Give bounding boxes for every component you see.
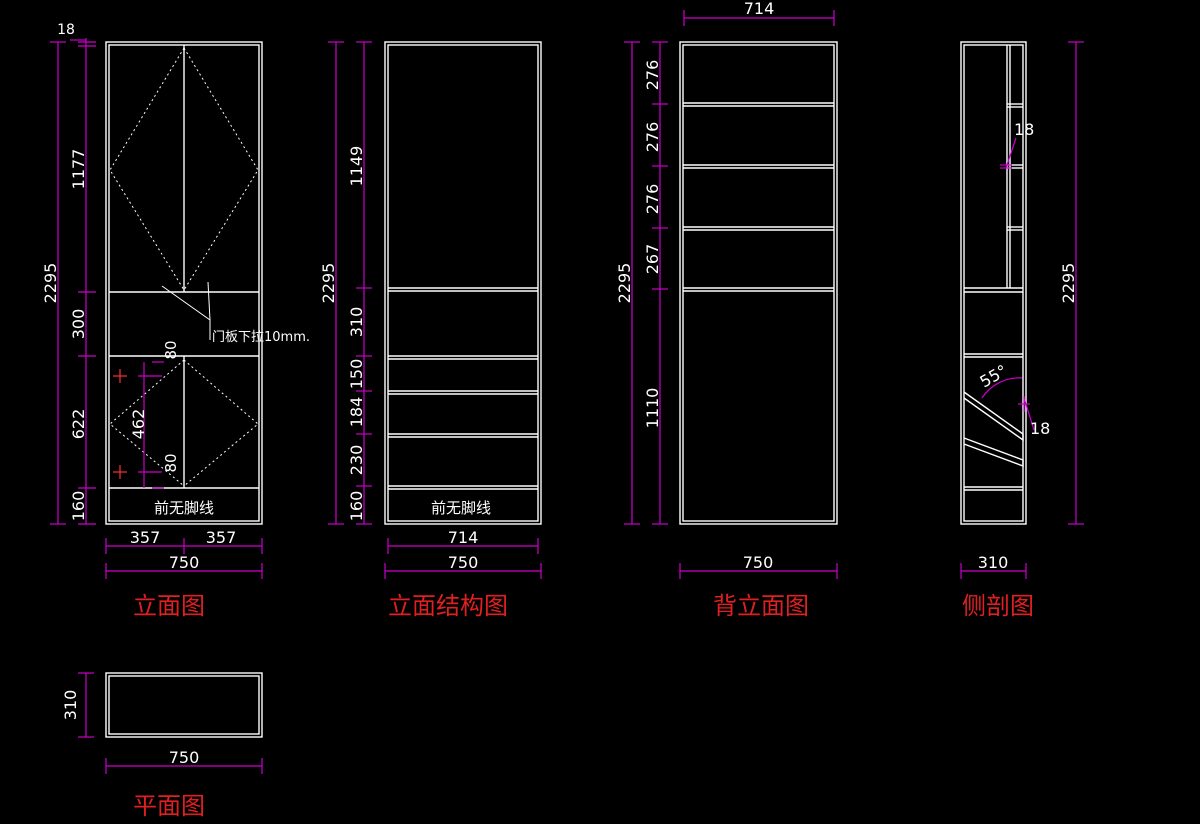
structure-inner-width: 714 bbox=[448, 528, 479, 547]
back-dimension-labels: 714 2295 276 276 276 267 1110 750 bbox=[615, 0, 774, 572]
structure-plinth-note: 前无脚线 bbox=[431, 499, 491, 517]
plan-depth: 310 bbox=[61, 690, 80, 721]
front-plinth-note: 前无脚线 bbox=[154, 499, 214, 517]
front-dimensions bbox=[50, 38, 263, 579]
structure-drawer1: 150 bbox=[347, 359, 366, 390]
structure-dimensions bbox=[328, 41, 542, 579]
upper-door-swing-lines bbox=[109, 47, 259, 291]
back-overall-width: 750 bbox=[743, 553, 774, 572]
side-dimensions bbox=[960, 41, 1084, 579]
side-total-height: 2295 bbox=[1059, 263, 1078, 304]
plan-view bbox=[105, 672, 263, 738]
front-door-left: 357 bbox=[130, 528, 161, 547]
front-hinge-bottom: 80 bbox=[162, 453, 180, 472]
front-middle: 300 bbox=[69, 309, 88, 340]
back-elevation bbox=[679, 41, 838, 525]
side-board-thickness: 18 bbox=[1030, 419, 1050, 438]
handle-note-leader bbox=[161, 285, 211, 340]
front-elevation bbox=[105, 41, 263, 525]
plan-title: 平面图 bbox=[133, 792, 205, 820]
front-outline bbox=[105, 41, 263, 525]
front-door-right: 357 bbox=[206, 528, 237, 547]
back-total-height: 2295 bbox=[615, 263, 634, 304]
front-hinge-span: 462 bbox=[129, 409, 148, 440]
front-overall-width: 750 bbox=[169, 553, 200, 572]
back-shelf1: 276 bbox=[643, 60, 662, 91]
structure-plinth: 160 bbox=[347, 491, 366, 522]
front-upper-door: 1177 bbox=[69, 149, 88, 190]
structure-elevation bbox=[384, 41, 542, 525]
front-hinge-markers bbox=[113, 369, 127, 479]
structure-dimension-labels: 2295 1149 310 150 184 230 160 714 750 bbox=[319, 146, 478, 572]
plan-dimension-labels: 310 750 bbox=[61, 690, 199, 767]
front-lower-door: 622 bbox=[69, 409, 88, 440]
back-dimensions bbox=[624, 10, 838, 579]
front-total-height: 2295 bbox=[41, 263, 60, 304]
back-lower: 1110 bbox=[643, 388, 662, 429]
back-title: 背立面图 bbox=[713, 592, 809, 620]
handle-note: 门板下拉10mm. bbox=[212, 330, 310, 345]
side-depth: 310 bbox=[978, 553, 1009, 572]
structure-upper: 1149 bbox=[347, 146, 366, 187]
side-section bbox=[960, 41, 1027, 525]
back-shelf3: 276 bbox=[643, 184, 662, 215]
back-top-width: 714 bbox=[744, 0, 775, 18]
structure-drawer2: 184 bbox=[347, 397, 366, 428]
side-shelf-thickness: 18 bbox=[1014, 120, 1034, 139]
back-shelf2: 276 bbox=[643, 122, 662, 153]
plan-dimensions bbox=[78, 672, 263, 774]
front-top-gap: 18 bbox=[57, 22, 75, 38]
back-shelf4: 267 bbox=[643, 244, 662, 275]
side-dimension-labels: 2295 18 55° 18 310 bbox=[977, 120, 1079, 572]
side-angle: 55° bbox=[977, 361, 1011, 392]
structure-middle: 310 bbox=[347, 307, 366, 338]
front-plinth: 160 bbox=[69, 491, 88, 522]
front-dimension-labels: 18 2295 1177 300 622 160 462 80 80 357 3… bbox=[41, 22, 236, 572]
structure-total-height: 2295 bbox=[319, 263, 338, 304]
plan-width: 750 bbox=[169, 748, 200, 767]
structure-drawer3: 230 bbox=[347, 445, 366, 476]
structure-overall-width: 750 bbox=[448, 553, 479, 572]
side-title: 侧剖图 bbox=[962, 592, 1034, 620]
front-title: 立面图 bbox=[133, 592, 205, 620]
front-hinge-top: 80 bbox=[162, 340, 180, 359]
structure-title: 立面结构图 bbox=[388, 592, 508, 620]
